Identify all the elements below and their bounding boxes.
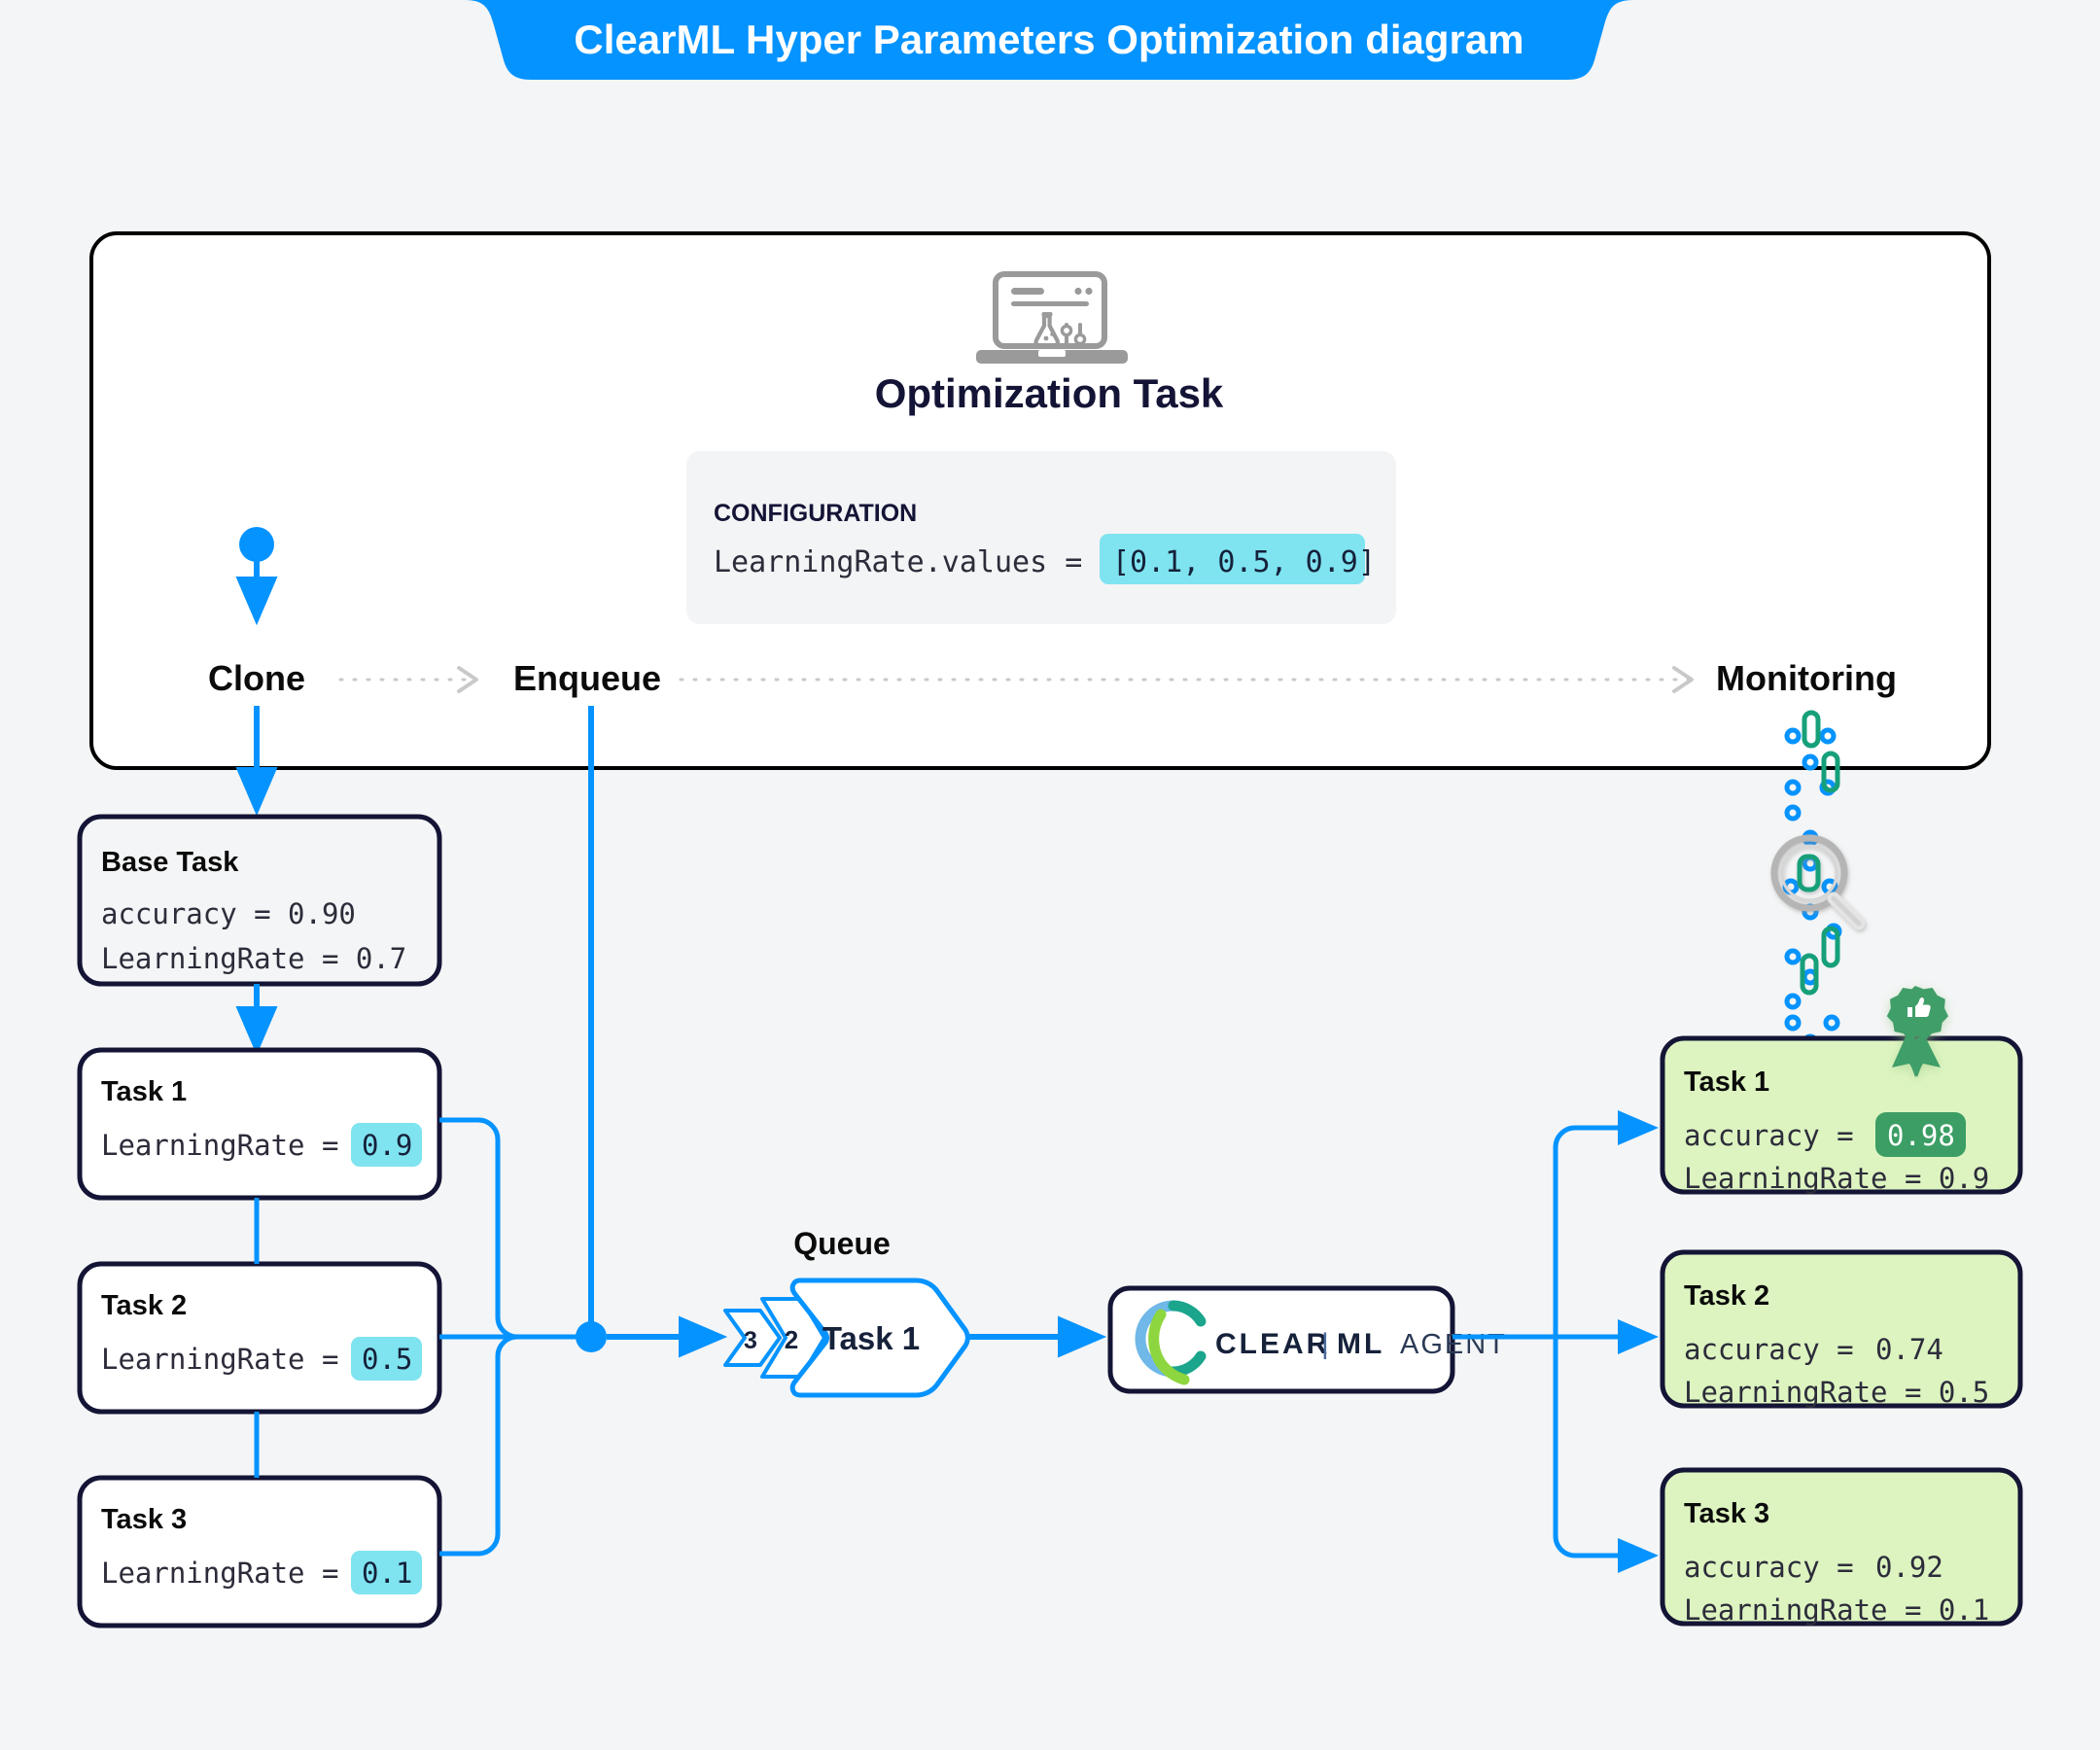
clearml-logo-divider: |: [1321, 1328, 1329, 1360]
result-title-2: Task 2: [1684, 1280, 1769, 1312]
queue-label: Queue: [793, 1226, 891, 1261]
stage-label-monitoring: Monitoring: [1716, 658, 1897, 698]
optimization-task-heading: Optimization Task: [875, 370, 1224, 416]
title-banner: ClearML Hyper Parameters Optimization di…: [465, 0, 1633, 80]
result-lr-3: LearningRate = 0.1: [1684, 1593, 1989, 1627]
result-accuracy-value-3: 0.92: [1875, 1551, 1943, 1584]
result-card-3[interactable]: Task 3 accuracy = 0.92 LearningRate = 0.…: [1660, 1467, 2023, 1627]
configuration-box: CONFIGURATION LearningRate.values = [0.1…: [686, 451, 1396, 624]
cloned-task-prefix-2: LearningRate =: [101, 1343, 338, 1376]
result-accuracy-3: accuracy =: [1684, 1551, 1854, 1584]
merge-line-task3: [439, 1334, 591, 1557]
configuration-value: [0.1, 0.5, 0.9]: [1112, 545, 1376, 579]
cloned-task-value-2: 0.5: [362, 1343, 412, 1376]
result-title-3: Task 3: [1684, 1498, 1769, 1529]
result-accuracy-value-2: 0.74: [1875, 1333, 1943, 1366]
magnifier-icon: [1770, 834, 1866, 930]
configuration-label: CONFIGURATION: [714, 500, 917, 527]
result-lr-1: LearningRate = 0.9: [1684, 1162, 1989, 1195]
base-task-line-accuracy: accuracy = 0.90: [101, 897, 356, 930]
cloned-task-value-3: 0.1: [362, 1557, 412, 1590]
cloned-task-card-3[interactable]: Task 3 LearningRate = 0.1: [77, 1475, 442, 1628]
cloned-task-prefix-1: LearningRate =: [101, 1129, 338, 1162]
configuration-key: LearningRate.values =: [714, 545, 1082, 579]
stage-label-enqueue: Enqueue: [513, 658, 661, 698]
queue-front-label: Task 1: [822, 1320, 920, 1356]
cloned-task-title-3: Task 3: [101, 1504, 187, 1535]
result-title-1: Task 1: [1684, 1067, 1769, 1098]
queue-front-item[interactable]: Task 1: [789, 1278, 970, 1398]
cloned-task-title-1: Task 1: [101, 1076, 187, 1107]
queue-pending-label-3: 3: [744, 1327, 757, 1354]
base-task-card[interactable]: Base Task accuracy = 0.90 LearningRate =…: [77, 814, 442, 987]
page-title: ClearML Hyper Parameters Optimization di…: [574, 17, 1523, 62]
clone-inbound-arrow: [235, 527, 278, 626]
clearml-logo-text-agent: AGENT: [1400, 1329, 1507, 1360]
base-task-title: Base Task: [101, 847, 239, 878]
base-task-line-lr: LearningRate = 0.7: [101, 942, 406, 975]
clearml-logo-text-ml: ML: [1337, 1328, 1384, 1360]
cloned-task-card-2[interactable]: Task 2 LearningRate = 0.5: [77, 1261, 442, 1415]
result-accuracy-prefix-1: accuracy =: [1684, 1119, 1854, 1152]
clearml-agent-box[interactable]: CLEAR | ML AGENT: [1107, 1285, 1507, 1394]
cloned-task-value-1: 0.9: [362, 1129, 412, 1162]
cloned-task-card-1[interactable]: Task 1 LearningRate = 0.9: [77, 1047, 442, 1201]
cloned-task-title-2: Task 2: [101, 1290, 187, 1321]
result-arrow-3: [1553, 1337, 1660, 1573]
result-accuracy-2: accuracy =: [1684, 1333, 1854, 1366]
merge-line-task1: [439, 1117, 591, 1340]
result-arrow-1: [1553, 1110, 1660, 1337]
result-accuracy-value-1: 0.98: [1887, 1119, 1955, 1152]
clearml-logo-icon: [1135, 1300, 1207, 1385]
enqueue-junction-dot: [576, 1321, 607, 1352]
result-card-2[interactable]: Task 2 accuracy = 0.74 LearningRate = 0.…: [1660, 1249, 2023, 1409]
queue-pending-item-3[interactable]: 3: [723, 1309, 782, 1367]
cloned-task-prefix-3: LearningRate =: [101, 1557, 338, 1590]
monitoring-bars: [1800, 710, 1840, 996]
stage-label-clone: Clone: [208, 658, 305, 698]
result-card-1[interactable]: Task 1 accuracy = 0.98 LearningRate = 0.…: [1660, 1035, 2023, 1195]
queue-pending-label-2: 2: [785, 1325, 798, 1354]
laptop-flask-icon: [976, 271, 1128, 364]
clearml-logo-text-clear: CLEAR: [1215, 1328, 1330, 1360]
award-ribbon-icon: [1886, 986, 1948, 1077]
result-lr-2: LearningRate = 0.5: [1684, 1376, 1989, 1409]
